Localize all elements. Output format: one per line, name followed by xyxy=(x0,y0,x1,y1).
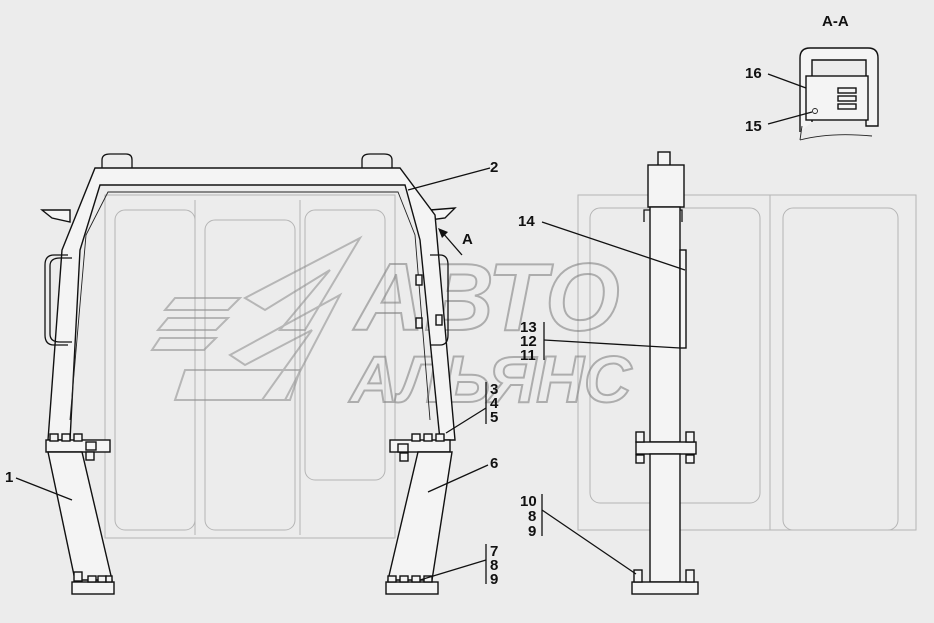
mount-plate-left xyxy=(45,439,111,453)
callout-4: 4 xyxy=(490,395,499,412)
handrail-right xyxy=(430,254,449,346)
callout-10: 10 xyxy=(520,493,537,510)
side-mount-plate xyxy=(635,441,697,455)
bolts-base-left xyxy=(73,571,113,583)
callout-14: 14 xyxy=(518,213,535,230)
lift-eye-left xyxy=(101,153,133,170)
front-cab-outline xyxy=(104,194,396,539)
callout-2: 2 xyxy=(490,159,498,176)
handrail-left xyxy=(44,254,68,346)
callout-12: 12 xyxy=(520,333,537,350)
side-lower-column xyxy=(649,453,681,583)
section-plate xyxy=(805,75,869,121)
section-aa-detail xyxy=(799,47,879,141)
leader-lines xyxy=(15,73,813,581)
callout-8b: 8 xyxy=(528,508,536,525)
watermark: АВТО АЛЬЯНС xyxy=(150,235,634,417)
section-slot xyxy=(837,95,857,102)
callout-7: 7 xyxy=(490,543,498,560)
base-plate-left xyxy=(71,581,115,595)
callout-6: 6 xyxy=(490,455,498,472)
bolts-base-right xyxy=(387,575,433,583)
callout-13: 13 xyxy=(520,319,537,336)
section-frame xyxy=(799,47,879,132)
side-bolt xyxy=(635,431,645,443)
post-column xyxy=(649,206,681,443)
arch-inner-edge xyxy=(69,191,431,421)
post-left xyxy=(47,451,113,581)
section-slot xyxy=(837,87,857,94)
callout-labels: A-A A 1 2 3 4 5 6 7 8 9 10 8 9 13 12 11 … xyxy=(5,13,849,588)
callout-8: 8 xyxy=(490,557,498,574)
side-bolt xyxy=(685,454,695,464)
watermark-logo xyxy=(150,235,363,401)
section-slot xyxy=(837,103,857,110)
handrail-left-inner xyxy=(49,257,72,343)
callout-1: 1 xyxy=(5,469,13,486)
base-plate-right xyxy=(385,581,439,595)
side-bolt xyxy=(685,569,695,583)
side-plate xyxy=(679,249,687,349)
post-top-cap xyxy=(657,151,671,167)
side-bolt xyxy=(685,431,695,443)
section-break-line xyxy=(799,134,873,141)
bolts-mid-left xyxy=(49,433,97,461)
callout-5: 5 xyxy=(490,409,498,426)
callout-3: 3 xyxy=(490,381,498,398)
side-bolt xyxy=(635,454,645,464)
post-right xyxy=(387,451,453,581)
callout-9b: 9 xyxy=(528,523,536,540)
post-upper xyxy=(647,164,685,208)
view-arrow-label: A xyxy=(462,231,473,248)
side-base-plate xyxy=(631,581,699,595)
watermark-line1: АВТО xyxy=(353,244,620,351)
section-bolt xyxy=(812,108,818,114)
bracket-tab xyxy=(435,314,443,326)
side-frame xyxy=(631,151,699,595)
left-wing xyxy=(40,209,71,223)
callout-9: 9 xyxy=(490,571,498,588)
callout-15: 15 xyxy=(745,118,762,135)
lift-eye-right xyxy=(361,153,393,170)
watermark-line2: АЛЬЯНС xyxy=(348,342,633,416)
callout-11: 11 xyxy=(520,347,536,364)
bolts-mid-right xyxy=(397,433,445,462)
bracket-tab xyxy=(415,274,423,286)
section-label: A-A xyxy=(822,13,849,30)
callout-bars xyxy=(485,322,545,584)
bracket-tab xyxy=(415,317,423,329)
callout-16: 16 xyxy=(745,65,762,82)
side-bolt xyxy=(633,569,643,583)
front-frame xyxy=(40,153,457,595)
